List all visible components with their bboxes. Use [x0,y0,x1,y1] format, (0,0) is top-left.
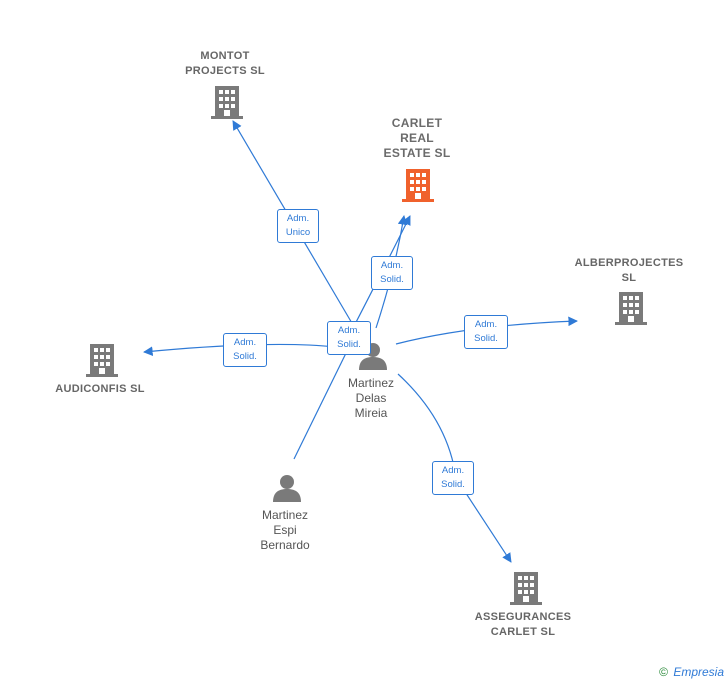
bernardo-person-icon[interactable] [273,475,301,502]
assegurances-building-icon[interactable] [510,572,542,605]
montot-building-icon[interactable] [211,86,243,119]
audiconfis-label[interactable]: AUDICONFIS SL [55,383,145,395]
edge-label-solid-assegurances[interactable]: Adm. Solid. [432,461,474,495]
edge-label-unico[interactable]: Adm. Unico [277,209,319,243]
alber-building-icon[interactable] [615,292,647,325]
edge-label-solid-alber[interactable]: Adm. Solid. [464,315,508,349]
footer-brand: © Empresia [659,665,724,679]
edge-bernardo [293,344,351,460]
bernardo-label[interactable]: Martinez Espi Bernardo [260,508,310,552]
montot-label[interactable]: MONTOT PROJECTS SL [185,50,265,77]
edge-label-solid-center[interactable]: Adm. Solid. [327,321,371,355]
carlet-building-icon[interactable] [402,169,434,202]
audiconfis-building-icon[interactable] [86,344,118,377]
edge-label-solid-carlet[interactable]: Adm. Solid. [371,256,413,290]
mireia-label[interactable]: Martinez Delas Mireia [347,376,395,420]
alber-label[interactable]: ALBERPROJECTES SL [574,257,684,284]
brand-name[interactable]: Empresia [673,665,724,679]
assegurances-label[interactable]: ASSEGURANCES CARLET SL [474,611,572,638]
edge-label-solid-audiconfis[interactable]: Adm. Solid. [223,333,267,367]
copyright-symbol: © [659,665,668,679]
carlet-label[interactable]: CARLET REAL ESTATE SL [383,116,451,160]
